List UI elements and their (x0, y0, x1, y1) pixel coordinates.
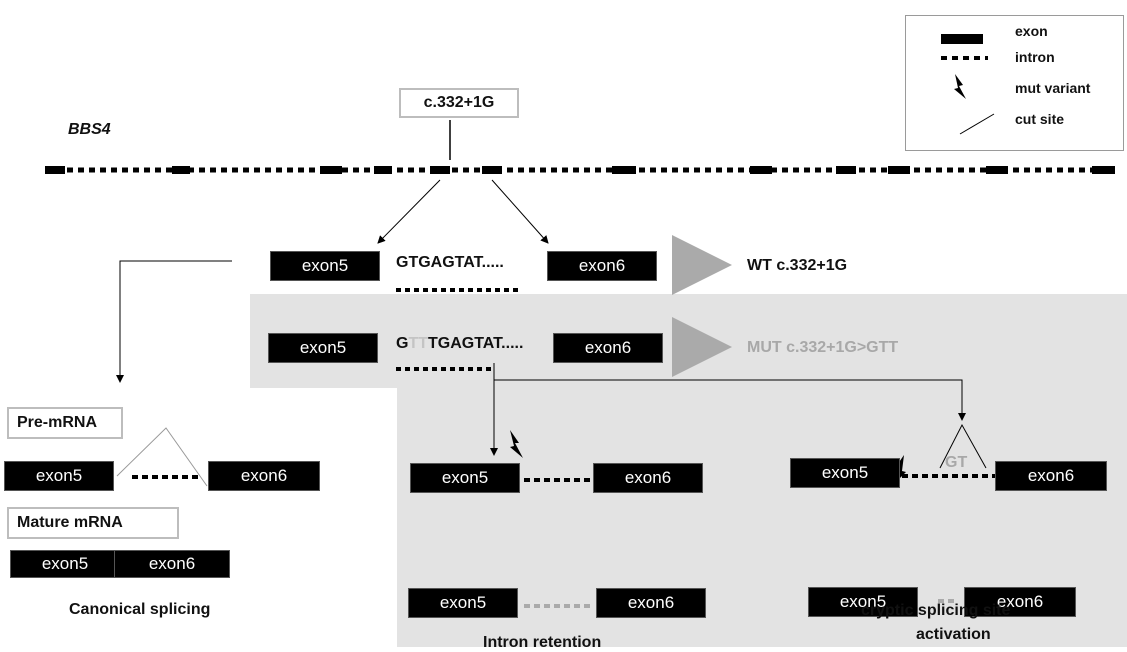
cryptic-caption-line1: cryptic splicing site (861, 602, 1011, 619)
cryptic-bottom-exon5: exon5 (808, 587, 918, 617)
retention-bottom-exon6: exon6 (596, 588, 706, 618)
cryptic-top-exon5: exon5 (790, 458, 900, 488)
wt-exon5: exon5 (270, 251, 380, 281)
mut-seq-rest: TGAGTAT..... (428, 335, 524, 352)
retention-bottom-exon5: exon5 (408, 588, 518, 618)
wt-exon6: exon6 (547, 251, 657, 281)
gene-name: BBS4 (68, 121, 111, 138)
legend-cut-symbol (959, 113, 995, 135)
legend-exon-label: exon (1015, 23, 1048, 39)
cryptic-gt-label: GT (945, 454, 968, 471)
mut-seq-insertion: TT (408, 335, 428, 352)
mature-mrna-label: Mature mRNA (7, 507, 179, 539)
retention-top-exon6: exon6 (593, 463, 703, 493)
wt-sequence: GTGAGTAT..... (396, 254, 504, 271)
retention-caption: Intron retention (483, 634, 602, 651)
mut-exon5: exon5 (268, 333, 378, 363)
legend-cut-site-label: cut site (1015, 111, 1065, 127)
mature-mrna-exon5: exon5 (10, 550, 120, 578)
legend-mut-variant-label: mut variant (1015, 80, 1091, 96)
retention-top-exon5: exon5 (410, 463, 520, 493)
legend-symbols (941, 34, 995, 135)
cryptic-top-exon6: exon6 (995, 461, 1107, 491)
legend: exon intron mut variant cut site (905, 15, 1124, 151)
cryptic-caption-line2: activation (916, 626, 991, 643)
mut-exon6: exon6 (553, 333, 663, 363)
gene-track (45, 166, 1115, 174)
lightning-bolt-icon (510, 430, 523, 458)
lightning-bolt-icon (954, 74, 966, 99)
legend-intron-label: intron (1015, 49, 1055, 65)
mut-result: MUT c.332+1G>GTT (747, 339, 899, 356)
mature-mrna-exon6: exon6 (114, 550, 230, 578)
pre-mrna-exon6: exon6 (208, 461, 320, 491)
variant-box: c.332+1G (399, 88, 519, 118)
pre-mrna-exon5: exon5 (4, 461, 114, 491)
mut-sequence: GTTTGAGTAT..... (396, 335, 523, 353)
canonical-caption: Canonical splicing (69, 601, 211, 618)
legend-exon-symbol (941, 34, 983, 44)
cryptic-bottom-exon6: exon6 (964, 587, 1076, 617)
pre-mrna-label: Pre-mRNA (7, 407, 123, 439)
wt-result: WT c.332+1G (747, 257, 848, 274)
mut-seq-g: G (396, 335, 409, 352)
